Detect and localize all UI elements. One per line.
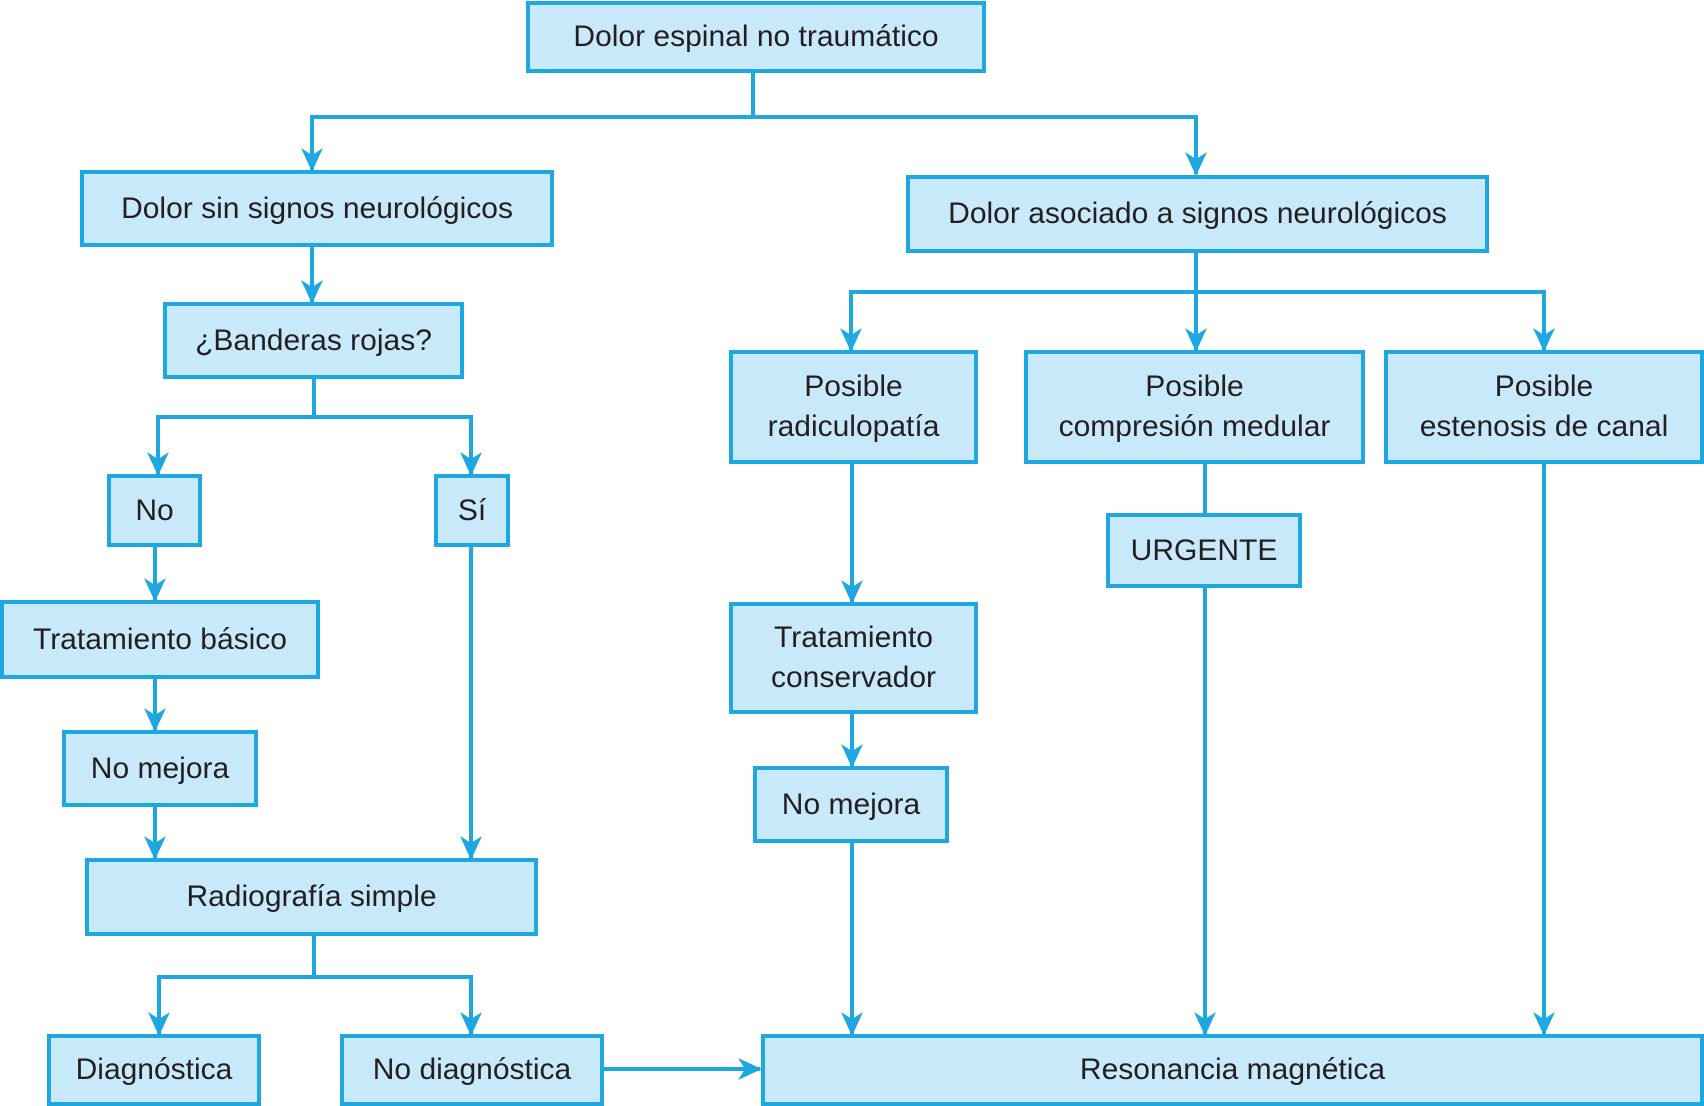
node-label-line-1: Posible bbox=[1494, 370, 1594, 403]
node-dolor-sin-signos: Dolor sin signos neurológicos bbox=[80, 170, 554, 247]
node-label: No diagnóstica bbox=[372, 1053, 572, 1086]
node-resonancia-magnetica: Resonancia magnética bbox=[761, 1034, 1704, 1106]
connector-con-signos-split bbox=[851, 251, 1544, 294]
node-label-line-2: conservador bbox=[770, 661, 937, 694]
node-label: Diagnóstica bbox=[75, 1053, 233, 1086]
node-label: Radiografía simple bbox=[186, 880, 437, 913]
connector-root-split bbox=[312, 71, 1196, 119]
connector-radiografia-split bbox=[159, 934, 471, 979]
node-tratamiento-conservador: Tratamiento conservador bbox=[729, 602, 978, 714]
node-no-diagnostica: No diagnóstica bbox=[340, 1034, 604, 1106]
node-label: Sí bbox=[457, 493, 487, 527]
node-label-line-1: Tratamiento bbox=[774, 621, 933, 654]
node-label: Dolor espinal no traumático bbox=[573, 20, 939, 53]
node-no-mejora-right: No mejora bbox=[753, 766, 949, 843]
node-label: Dolor asociado a signos neurológicos bbox=[948, 197, 1447, 230]
node-radiografia-simple: Radiografía simple bbox=[85, 858, 538, 936]
node-label-line-2: radiculopatía bbox=[767, 410, 940, 443]
node-si: Sí bbox=[434, 474, 510, 547]
node-label: ¿Banderas rojas? bbox=[195, 323, 432, 357]
node-tratamiento-basico: Tratamiento básico bbox=[0, 600, 320, 679]
node-posible-radiculopatia: Posible radiculopatía bbox=[729, 350, 978, 464]
node-label-line-2: estenosis de canal bbox=[1419, 410, 1669, 443]
node-banderas-rojas: ¿Banderas rojas? bbox=[163, 302, 464, 379]
node-label-line-1: Posible bbox=[1145, 370, 1244, 403]
node-label: No bbox=[135, 493, 174, 527]
node-label: URGENTE bbox=[1130, 533, 1278, 567]
node-posible-compresion-medular: Posible compresión medular bbox=[1024, 350, 1365, 464]
node-label: Dolor sin signos neurológicos bbox=[121, 191, 513, 225]
node-label-line-2: compresión medular bbox=[1058, 410, 1331, 443]
node-label: Tratamiento básico bbox=[32, 622, 287, 656]
node-label-line-1: Posible bbox=[804, 370, 903, 403]
node-label: No mejora bbox=[781, 787, 921, 821]
node-urgente: URGENTE bbox=[1106, 513, 1302, 588]
node-dolor-con-signos: Dolor asociado a signos neurológicos bbox=[906, 175, 1489, 253]
connector-banderas-split bbox=[158, 377, 471, 419]
node-diagnostica: Diagnóstica bbox=[47, 1034, 261, 1106]
node-label: Resonancia magnética bbox=[1079, 1053, 1386, 1086]
node-dolor-espinal: Dolor espinal no traumático bbox=[526, 1, 986, 73]
node-no: No bbox=[107, 474, 202, 547]
node-label: No mejora bbox=[90, 751, 230, 785]
node-posible-estenosis-canal: Posible estenosis de canal bbox=[1384, 350, 1704, 464]
node-no-mejora-left: No mejora bbox=[62, 730, 258, 807]
